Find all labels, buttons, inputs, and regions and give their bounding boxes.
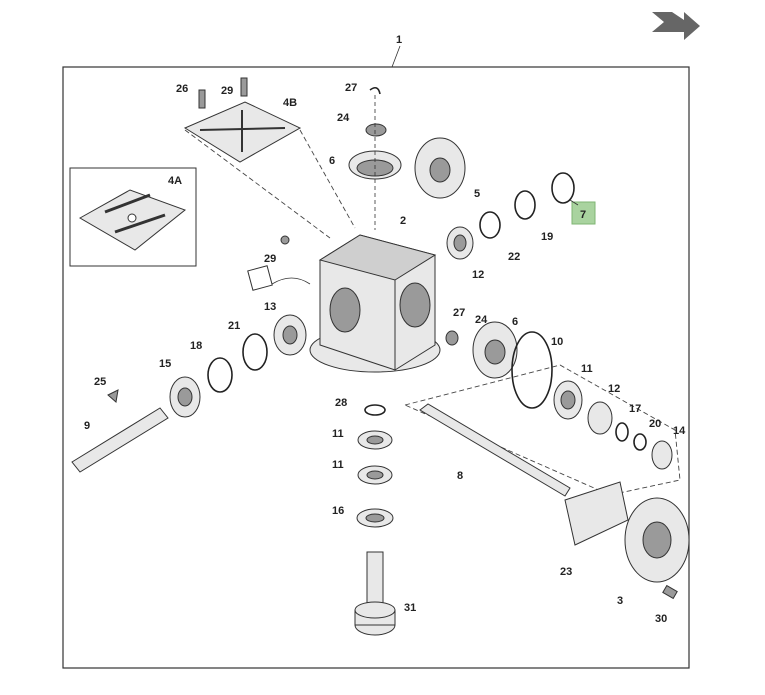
highlighted-part-7[interactable] <box>571 201 596 225</box>
part-labels: 26 29 4B 4A 27 24 6 5 7 19 22 12 2 29 27… <box>84 82 686 625</box>
label-4b[interactable]: 4B <box>283 97 297 109</box>
label-14[interactable]: 14 <box>673 425 686 437</box>
label-27-top[interactable]: 27 <box>345 82 357 94</box>
label-25[interactable]: 25 <box>94 376 106 388</box>
assembly-frame <box>62 66 690 669</box>
label-5[interactable]: 5 <box>474 188 480 200</box>
label-8[interactable]: 8 <box>457 470 463 482</box>
label-18[interactable]: 18 <box>190 340 202 352</box>
label-16[interactable]: 16 <box>332 505 344 517</box>
label-7[interactable]: 7 <box>580 209 586 221</box>
label-4a[interactable]: 4A <box>168 175 182 187</box>
label-3[interactable]: 3 <box>617 595 623 607</box>
gearbox-housing <box>309 234 441 373</box>
callout-1: 1 <box>396 34 402 46</box>
label-27-side[interactable]: 27 <box>453 307 465 319</box>
label-2[interactable]: 2 <box>400 215 406 227</box>
shaft-8 <box>419 403 571 497</box>
label-9[interactable]: 9 <box>84 420 90 432</box>
label-6-side[interactable]: 6 <box>512 316 518 328</box>
label-24-top[interactable]: 24 <box>337 112 350 124</box>
gasket-23 <box>564 481 629 546</box>
label-17[interactable]: 17 <box>629 403 641 415</box>
label-26[interactable]: 26 <box>176 83 188 95</box>
label-21[interactable]: 21 <box>228 320 240 332</box>
label-13[interactable]: 13 <box>264 301 276 313</box>
label-20[interactable]: 20 <box>649 418 661 430</box>
label-11-bottom-b[interactable]: 11 <box>332 459 344 471</box>
label-23[interactable]: 23 <box>560 566 572 578</box>
label-12-side[interactable]: 12 <box>608 383 620 395</box>
label-11-side[interactable]: 11 <box>581 363 593 375</box>
label-29-side[interactable]: 29 <box>264 253 276 265</box>
label-10[interactable]: 10 <box>551 336 563 348</box>
label-11-bottom-a[interactable]: 11 <box>332 428 344 440</box>
next-page-arrow-icon[interactable] <box>652 12 700 40</box>
output-shaft-31 <box>354 551 396 636</box>
label-28[interactable]: 28 <box>335 397 347 409</box>
label-31[interactable]: 31 <box>404 602 416 614</box>
label-30[interactable]: 30 <box>655 613 667 625</box>
label-29[interactable]: 29 <box>221 85 233 97</box>
label-24-side[interactable]: 24 <box>475 314 488 326</box>
label-22[interactable]: 22 <box>508 251 520 263</box>
label-6-top[interactable]: 6 <box>329 155 335 167</box>
input-shaft-9 <box>71 407 169 473</box>
label-19[interactable]: 19 <box>541 231 553 243</box>
label-12-top[interactable]: 12 <box>472 269 484 281</box>
label-15[interactable]: 15 <box>159 358 171 370</box>
